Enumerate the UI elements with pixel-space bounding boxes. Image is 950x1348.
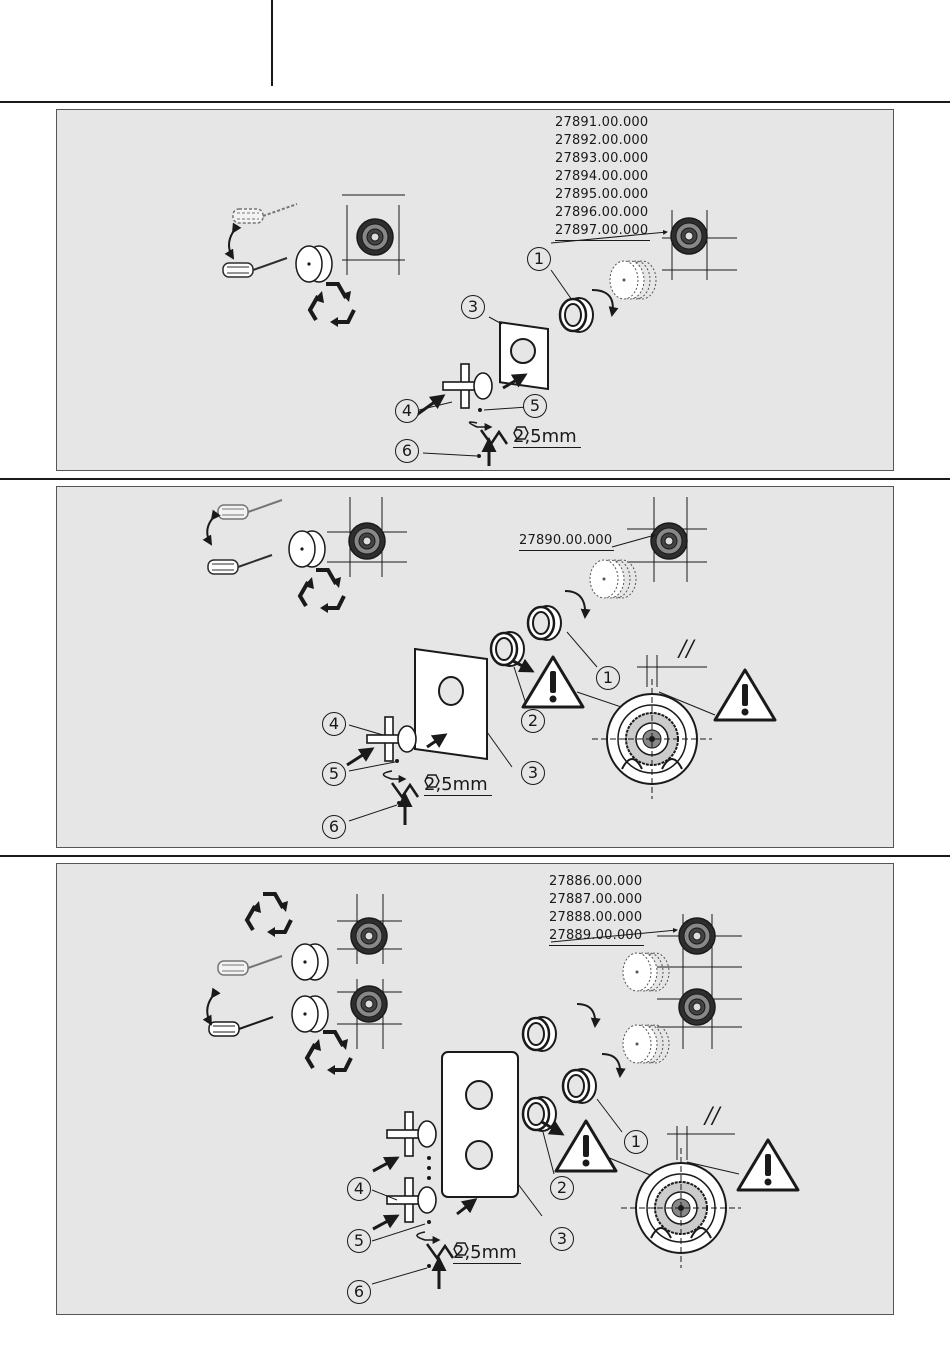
parallel-mark: // [679, 637, 694, 662]
adapter-ring [491, 632, 524, 666]
callout-6: 6 [395, 439, 419, 463]
hex-icon [424, 774, 440, 788]
recycle-icon [307, 1032, 351, 1075]
rotate-arrow-icon [602, 1054, 620, 1076]
screwdriver-icon [223, 204, 297, 277]
panel-step-2: 27890.00.000 1 2 3 4 5 6 2,5mm // [56, 486, 894, 848]
callout-1: 1 [624, 1130, 648, 1154]
hex-key-size: 2,5mm [453, 1242, 521, 1264]
rotate-arrow-icon [577, 1004, 595, 1026]
callout-1: 1 [527, 247, 551, 271]
part-number-list: 27890.00.000 [519, 532, 614, 551]
cartridge-dotted [623, 953, 669, 991]
hex-key-icon [481, 430, 507, 444]
part-number: 27889.00.000 [549, 927, 644, 946]
panel-step-1: 27891.00.000 27892.00.000 27893.00.000 2… [56, 109, 894, 471]
part-number: 27893.00.000 [555, 150, 650, 168]
sleeve-ring [563, 1069, 596, 1103]
hex-key-icon [392, 783, 418, 797]
callout-3: 3 [550, 1227, 574, 1251]
callout-2: 2 [521, 709, 545, 733]
callout-3: 3 [521, 761, 545, 785]
recycle-icon [300, 570, 344, 613]
rotate-arrow-icon [592, 290, 613, 315]
rotate-arrow-icon [229, 232, 233, 258]
rotate-arrow-icon [207, 997, 212, 1024]
cross-handle [387, 1178, 436, 1222]
cross-handle [387, 1112, 436, 1156]
valve-body-right [662, 210, 737, 280]
callout-1: 1 [596, 666, 620, 690]
section-divider-1 [0, 101, 950, 103]
cross-handle [367, 717, 416, 761]
part-number: 27888.00.000 [549, 909, 644, 927]
cover-plate [500, 322, 548, 389]
cover-plate [415, 649, 487, 759]
header-divider-vertical [271, 0, 273, 86]
rotate-arrow-icon [207, 519, 212, 544]
cartridge-dotted [590, 560, 636, 598]
recycle-icon [247, 894, 291, 937]
panel-step-3: 27886.00.000 27887.00.000 27888.00.000 2… [56, 863, 894, 1315]
valve-body-right-lower [657, 984, 742, 1049]
part-number: 27895.00.000 [555, 186, 650, 204]
part-number: 27891.00.000 [555, 114, 650, 132]
callout-2: 2 [550, 1176, 574, 1200]
callout-4: 4 [347, 1177, 371, 1201]
callout-6: 6 [322, 815, 346, 839]
screwdriver-icon [208, 500, 282, 574]
hex-icon [513, 426, 529, 440]
part-number: 27886.00.000 [549, 873, 644, 891]
sleeve-ring [560, 298, 593, 332]
part-number: 27897.00.000 [555, 222, 650, 241]
valve-body-left [342, 195, 405, 275]
part-number: 27892.00.000 [555, 132, 650, 150]
sleeve-ring [528, 606, 561, 640]
sight-detail [621, 1148, 741, 1268]
part-number-list: 27886.00.000 27887.00.000 27888.00.000 2… [549, 873, 644, 946]
section-divider-2 [0, 478, 950, 480]
cap-disc [296, 246, 332, 282]
cap-disc [292, 944, 328, 980]
callout-5: 5 [523, 394, 547, 418]
cover-plate [442, 1052, 518, 1197]
hex-key-icon [427, 1244, 453, 1258]
hex-key-size: 2,5mm [424, 774, 492, 796]
cartridge-dotted [610, 261, 656, 299]
screwdriver-icon [209, 956, 282, 1036]
callout-5: 5 [347, 1229, 371, 1253]
part-number: 27887.00.000 [549, 891, 644, 909]
part-number: 27890.00.000 [519, 532, 614, 551]
valve-body-left-lower [337, 979, 402, 1049]
callout-5: 5 [322, 762, 346, 786]
hex-key-size: 2,5mm [513, 426, 581, 448]
cross-handle [443, 364, 492, 408]
valve-body-left-upper [337, 894, 402, 964]
part-number: 27896.00.000 [555, 204, 650, 222]
callout-6: 6 [347, 1280, 371, 1304]
valve-body-left [327, 497, 407, 577]
cap-disc [292, 996, 328, 1032]
warning-icon [523, 657, 583, 707]
warning-icon [715, 670, 775, 720]
recycle-icon [310, 284, 354, 327]
part-number-list: 27891.00.000 27892.00.000 27893.00.000 2… [555, 114, 650, 241]
callout-3: 3 [461, 295, 485, 319]
callout-4: 4 [395, 399, 419, 423]
part-number: 27894.00.000 [555, 168, 650, 186]
cap-disc [289, 531, 325, 567]
cartridge-dotted [623, 1025, 669, 1063]
sleeve-ring [523, 1017, 556, 1051]
hex-icon [453, 1242, 469, 1256]
callout-4: 4 [322, 712, 346, 736]
section-divider-3 [0, 855, 950, 857]
warning-icon [556, 1121, 616, 1171]
sight-detail [592, 679, 712, 799]
rotate-arrow-icon [565, 591, 585, 617]
valve-body-right-upper [657, 914, 742, 984]
parallel-mark: // [705, 1104, 720, 1129]
warning-icon [738, 1140, 798, 1190]
